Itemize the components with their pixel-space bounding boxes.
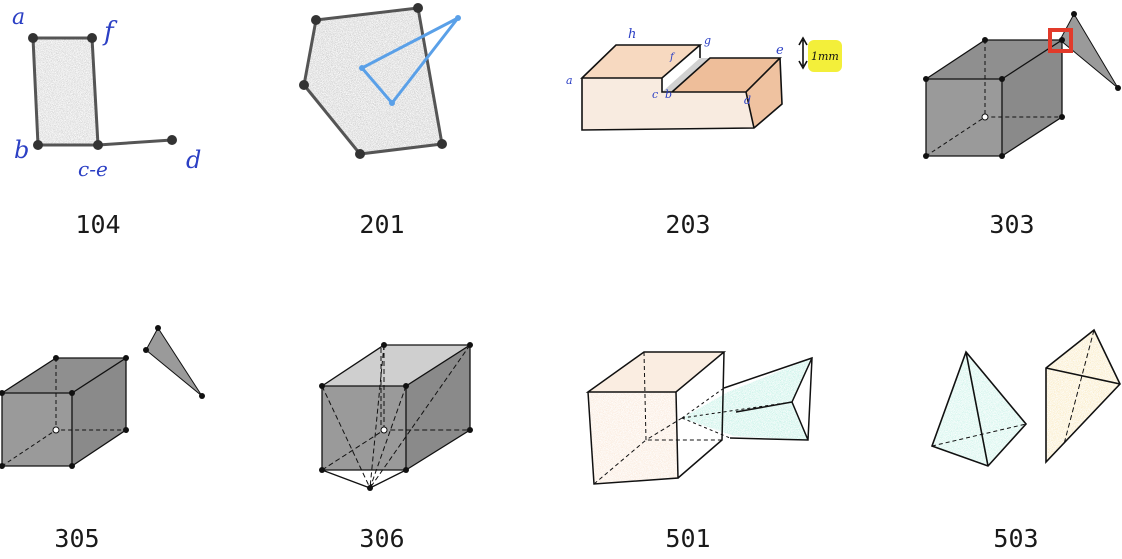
panel-104-label-b: b <box>14 136 29 164</box>
panel-303-triangle <box>1059 12 1119 89</box>
panel-503-tet-left <box>932 352 1026 466</box>
panel-306-front <box>322 386 406 470</box>
panel-203-label-a: a <box>566 74 573 87</box>
panel-305-triangle <box>145 327 203 397</box>
panel-203-label-d: d <box>744 94 751 107</box>
panel-104-label-f: f <box>102 17 118 47</box>
caption-305: 305 <box>54 524 100 553</box>
panel-203-front <box>582 78 754 130</box>
panel-503 <box>930 328 1121 467</box>
panel-503-tet-left-edges <box>930 350 1028 467</box>
panel-503-tet-right-hidden <box>1063 329 1095 445</box>
panel-303-front <box>926 79 1002 156</box>
panel-303-side <box>1002 40 1062 156</box>
panel-104-label-d: d <box>186 146 201 174</box>
caption-303: 303 <box>989 210 1035 239</box>
panel-203-side <box>746 58 782 128</box>
panel-501-prism-edges <box>723 356 813 441</box>
panel-201-outline <box>302 6 444 156</box>
panel-203-scale-highlight <box>808 40 842 72</box>
panel-305-front <box>2 393 72 466</box>
panel-306-top <box>322 345 470 386</box>
panel-501-teal <box>682 358 812 440</box>
panel-305-top <box>2 358 126 393</box>
panel-201-blue-triangle <box>360 16 460 105</box>
caption-306: 306 <box>359 524 405 553</box>
caption-104: 104 <box>75 210 121 239</box>
panel-104-label-a: a <box>12 5 25 30</box>
panel-303-highlight-box <box>1048 28 1073 53</box>
panel-203-edges <box>580 44 783 131</box>
panel-503-tet-left-hidden <box>931 423 1027 447</box>
panel-303-top <box>926 40 1062 79</box>
caption-203: 203 <box>665 210 711 239</box>
panel-203-scale-label: 1mm <box>811 50 839 63</box>
panel-104: a f b c-e d <box>12 5 201 181</box>
panel-501-front <box>588 392 678 484</box>
panel-203-label-c: c <box>652 88 658 101</box>
panel-305 <box>0 325 205 469</box>
panel-203-top-right <box>672 58 780 92</box>
caption-201: 201 <box>359 210 405 239</box>
caption-501: 501 <box>665 524 711 553</box>
panel-104-label-ce: c-e <box>78 157 108 181</box>
panel-501-hidden <box>593 351 722 485</box>
panel-503-tet-right-edges <box>1045 328 1121 465</box>
panel-203-label-h: h <box>628 27 636 42</box>
panel-306 <box>319 342 473 491</box>
panel-501 <box>585 351 813 485</box>
panel-203-label-f: f <box>669 52 676 63</box>
panel-503-tet-right <box>1046 330 1120 462</box>
panel-203-label-e: e <box>776 43 784 58</box>
panel-203: h g f e a b c d 1mm <box>566 27 842 131</box>
panel-501-top <box>588 352 724 392</box>
panel-501-prism-hidden <box>681 387 793 439</box>
caption-503: 503 <box>993 524 1039 553</box>
panel-203-label-b: b <box>665 88 672 101</box>
panel-501-cube-edges <box>585 351 727 485</box>
panel-104-face <box>33 38 98 145</box>
panel-203-label-g: g <box>704 34 711 47</box>
panel-306-apex-edges <box>321 469 407 489</box>
panel-203-scale-arrow <box>798 36 808 70</box>
panel-303 <box>923 11 1121 159</box>
panel-201 <box>299 3 461 159</box>
panel-203-top-mid <box>662 58 710 92</box>
